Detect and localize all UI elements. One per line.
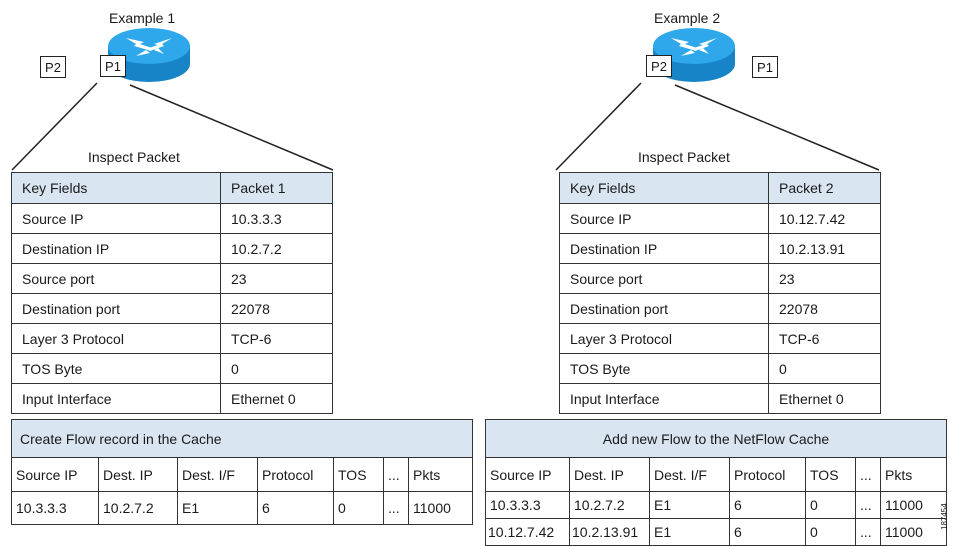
cache-cell: ... bbox=[855, 518, 881, 546]
cache-col-header: Dest. IP bbox=[569, 457, 650, 492]
cache-cell: 6 bbox=[729, 491, 806, 519]
cache-col-header: Protocol bbox=[257, 457, 334, 492]
field-value: TCP-6 bbox=[768, 323, 881, 354]
field-name: Source IP bbox=[11, 203, 221, 234]
cache-col-header: Dest. IP bbox=[98, 457, 178, 492]
field-value: TCP-6 bbox=[220, 323, 333, 354]
packet-header: Packet 2 bbox=[768, 172, 881, 204]
cache-cell: 10.2.13.91 bbox=[569, 518, 650, 546]
key-fields-header: Key Fields bbox=[11, 172, 221, 204]
cache-cell: 6 bbox=[729, 518, 806, 546]
cache-cell: E1 bbox=[649, 491, 730, 519]
field-name: Source port bbox=[11, 263, 221, 294]
cache-cell: E1 bbox=[649, 518, 730, 546]
cache-col-header: ... bbox=[855, 457, 881, 492]
router-icon bbox=[653, 28, 735, 82]
example2-title: Example 2 bbox=[654, 10, 721, 26]
field-value: Ethernet 0 bbox=[220, 383, 333, 414]
cache-col-header: Dest. I/F bbox=[177, 457, 258, 492]
packet-header: Packet 1 bbox=[220, 172, 333, 204]
cache-cell: E1 bbox=[177, 491, 258, 525]
field-name: Source port bbox=[559, 263, 769, 294]
cache-cell: 10.12.7.42 bbox=[485, 518, 570, 546]
cache-cell: ... bbox=[383, 491, 409, 525]
field-name: Destination IP bbox=[559, 233, 769, 264]
cache-col-header: Pkts bbox=[408, 457, 473, 492]
cache-cell: 11000 bbox=[880, 491, 947, 519]
field-value: 10.3.3.3 bbox=[220, 203, 333, 234]
field-name: Destination port bbox=[11, 293, 221, 324]
cache-col-header: Protocol bbox=[729, 457, 806, 492]
cache-title: Add new Flow to the NetFlow Cache bbox=[485, 419, 947, 458]
port-p2-label: P2 bbox=[40, 56, 66, 78]
router-icon bbox=[108, 28, 190, 82]
key-fields-header: Key Fields bbox=[559, 172, 769, 204]
cache-cell: 11000 bbox=[408, 491, 473, 525]
field-name: Layer 3 Protocol bbox=[559, 323, 769, 354]
cache-cell: 10.2.7.2 bbox=[98, 491, 178, 525]
field-value: 22078 bbox=[220, 293, 333, 324]
field-value: 0 bbox=[220, 353, 333, 384]
field-value: 10.2.13.91 bbox=[768, 233, 881, 264]
cache-col-header: Dest. I/F bbox=[649, 457, 730, 492]
field-name: Input Interface bbox=[11, 383, 221, 414]
cache-cell: 6 bbox=[257, 491, 334, 525]
field-name: Destination IP bbox=[11, 233, 221, 264]
field-value: 23 bbox=[220, 263, 333, 294]
cache-col-header: Source IP bbox=[485, 457, 570, 492]
field-name: Layer 3 Protocol bbox=[11, 323, 221, 354]
cache-cell: 10.3.3.3 bbox=[485, 491, 570, 519]
cache-col-header: Pkts bbox=[880, 457, 947, 492]
cache-cell: ... bbox=[855, 491, 881, 519]
field-name: Destination port bbox=[559, 293, 769, 324]
port-p1-label: P1 bbox=[100, 55, 126, 77]
field-value: 0 bbox=[768, 353, 881, 384]
flow-cache-table: Create Flow record in the Cache Source I… bbox=[11, 419, 473, 525]
field-name: Source IP bbox=[559, 203, 769, 234]
cache-col-header: Source IP bbox=[11, 457, 99, 492]
field-value: 22078 bbox=[768, 293, 881, 324]
field-name: TOS Byte bbox=[11, 353, 221, 384]
field-value: Ethernet 0 bbox=[768, 383, 881, 414]
field-name: TOS Byte bbox=[559, 353, 769, 384]
example1-title: Example 1 bbox=[109, 10, 176, 26]
inspect-packet-label: Inspect Packet bbox=[88, 149, 180, 165]
flow-cache-table: Add new Flow to the NetFlow Cache Source… bbox=[485, 419, 947, 546]
port-p1-label: P1 bbox=[752, 56, 778, 78]
field-name: Input Interface bbox=[559, 383, 769, 414]
cache-cell: 0 bbox=[805, 518, 856, 546]
cache-cell: 0 bbox=[333, 491, 384, 525]
cache-title: Create Flow record in the Cache bbox=[11, 419, 473, 458]
port-p2-label: P2 bbox=[646, 55, 672, 77]
field-value: 10.2.7.2 bbox=[220, 233, 333, 264]
cache-col-header: ... bbox=[383, 457, 409, 492]
cache-cell: 0 bbox=[805, 491, 856, 519]
cache-cell: 10.3.3.3 bbox=[11, 491, 99, 525]
cache-cell: 10.2.7.2 bbox=[569, 491, 650, 519]
cache-cell: 11000 bbox=[880, 518, 947, 546]
figure-id: 187454 bbox=[940, 503, 949, 530]
field-value: 23 bbox=[768, 263, 881, 294]
inspect-packet-label: Inspect Packet bbox=[638, 149, 730, 165]
field-value: 10.12.7.42 bbox=[768, 203, 881, 234]
cache-col-header: TOS bbox=[333, 457, 384, 492]
cache-col-header: TOS bbox=[805, 457, 856, 492]
